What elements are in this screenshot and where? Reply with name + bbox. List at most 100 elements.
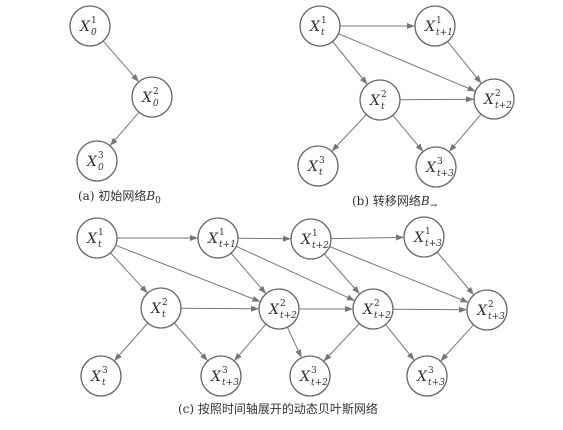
edge-c7-to-c8 [392,306,468,313]
node-superscript: 3 [222,366,228,376]
node-subscript: t+2 [312,241,329,251]
node-subscript: t [162,310,166,320]
node-variable: X [413,230,425,246]
node-subscript: t [321,28,325,38]
node-subscript: t+3 [437,169,454,179]
edge-b1-to-b4 [338,33,476,92]
node-superscript: 3 [102,366,108,376]
node-subscript: t [319,168,323,178]
node-variable: X [268,302,280,318]
node-variable: X [309,19,321,35]
node-superscript: 1 [219,228,225,238]
node-circle [258,288,300,330]
node-variable: X [90,369,102,385]
node-superscript: 1 [312,229,318,239]
node-subscript: 0 [91,28,97,38]
node-circle [297,145,339,187]
node-circle [290,218,332,260]
node-superscript: 3 [311,366,317,376]
node-superscript: 2 [162,298,168,308]
panel-c-caption-label: (c) 按照时间轴展开的动态贝叶斯网络 [178,401,378,416]
node-subscript: t [381,102,385,112]
node-circle [414,5,456,47]
node-superscript: 2 [280,299,286,309]
node-subscript: t+2 [374,311,391,321]
node-superscript: 1 [321,16,327,26]
node-subscript: t+1 [436,28,453,38]
node-circle [76,140,118,182]
node-subscript: 0 [98,163,104,173]
edge-c5-to-c6 [180,305,260,312]
node-superscript: 2 [488,300,494,310]
node-variable: X [362,302,374,318]
node-subscript: t+2 [495,101,512,111]
node-circle [289,355,331,397]
node-variable: X [79,19,91,35]
node-superscript: 2 [381,90,387,100]
edge-c4-to-c8 [436,251,475,296]
node-subscript: t+2 [280,311,297,321]
node-variable: X [86,231,98,247]
node-superscript: 1 [91,16,97,26]
edge-c8-to-c12 [440,324,474,362]
node-subscript: t+3 [428,378,445,388]
edge-b2-to-b4 [447,41,482,84]
node-variable: X [476,303,488,319]
node-circle [140,287,182,329]
node-subscript: t+3 [488,312,505,322]
edge-c3-to-c8 [329,246,469,303]
node-superscript: 2 [374,299,380,309]
node-variable: X [416,369,428,385]
edge-c1-to-c6 [115,244,261,303]
edge-c7-to-c12 [385,324,415,361]
edge-a2-to-a3 [109,111,140,147]
panel-a-caption-var: B [145,189,155,203]
node-subscript: t+2 [311,378,328,388]
node-subscript: t+3 [425,239,442,249]
edge-a1-to-a2 [102,40,140,83]
node-subscript: t+3 [222,378,239,388]
node-circle [131,76,173,118]
panel-a-caption: (a) 初始网络B0 [78,188,161,206]
node-circle [197,217,239,259]
node-superscript: 3 [437,157,443,167]
node-variable: X [210,369,222,385]
edge-c2-to-c3 [237,235,292,242]
node-superscript: 3 [98,151,104,161]
node-variable: X [300,232,312,248]
node-subscript: 0 [153,99,159,109]
panel-b-caption-label: (b) 转移网络 [352,193,421,208]
node-superscript: 3 [428,366,434,376]
node-variable: X [86,154,98,170]
node-circle [299,5,341,47]
edge-c5-to-c9 [113,322,149,362]
node-superscript: 1 [98,228,104,238]
node-circle [403,216,445,258]
edge-c3-to-c4 [330,234,405,241]
node-variable: X [141,90,153,106]
edges-layer [102,23,482,362]
panel-b-caption: (b) 转移网络B→ [352,193,438,211]
node-circle [76,217,118,259]
node-variable: X [207,231,219,247]
edge-c6-to-c11 [286,326,303,359]
node-circle [69,5,111,47]
edge-b3-to-b5 [331,114,367,152]
